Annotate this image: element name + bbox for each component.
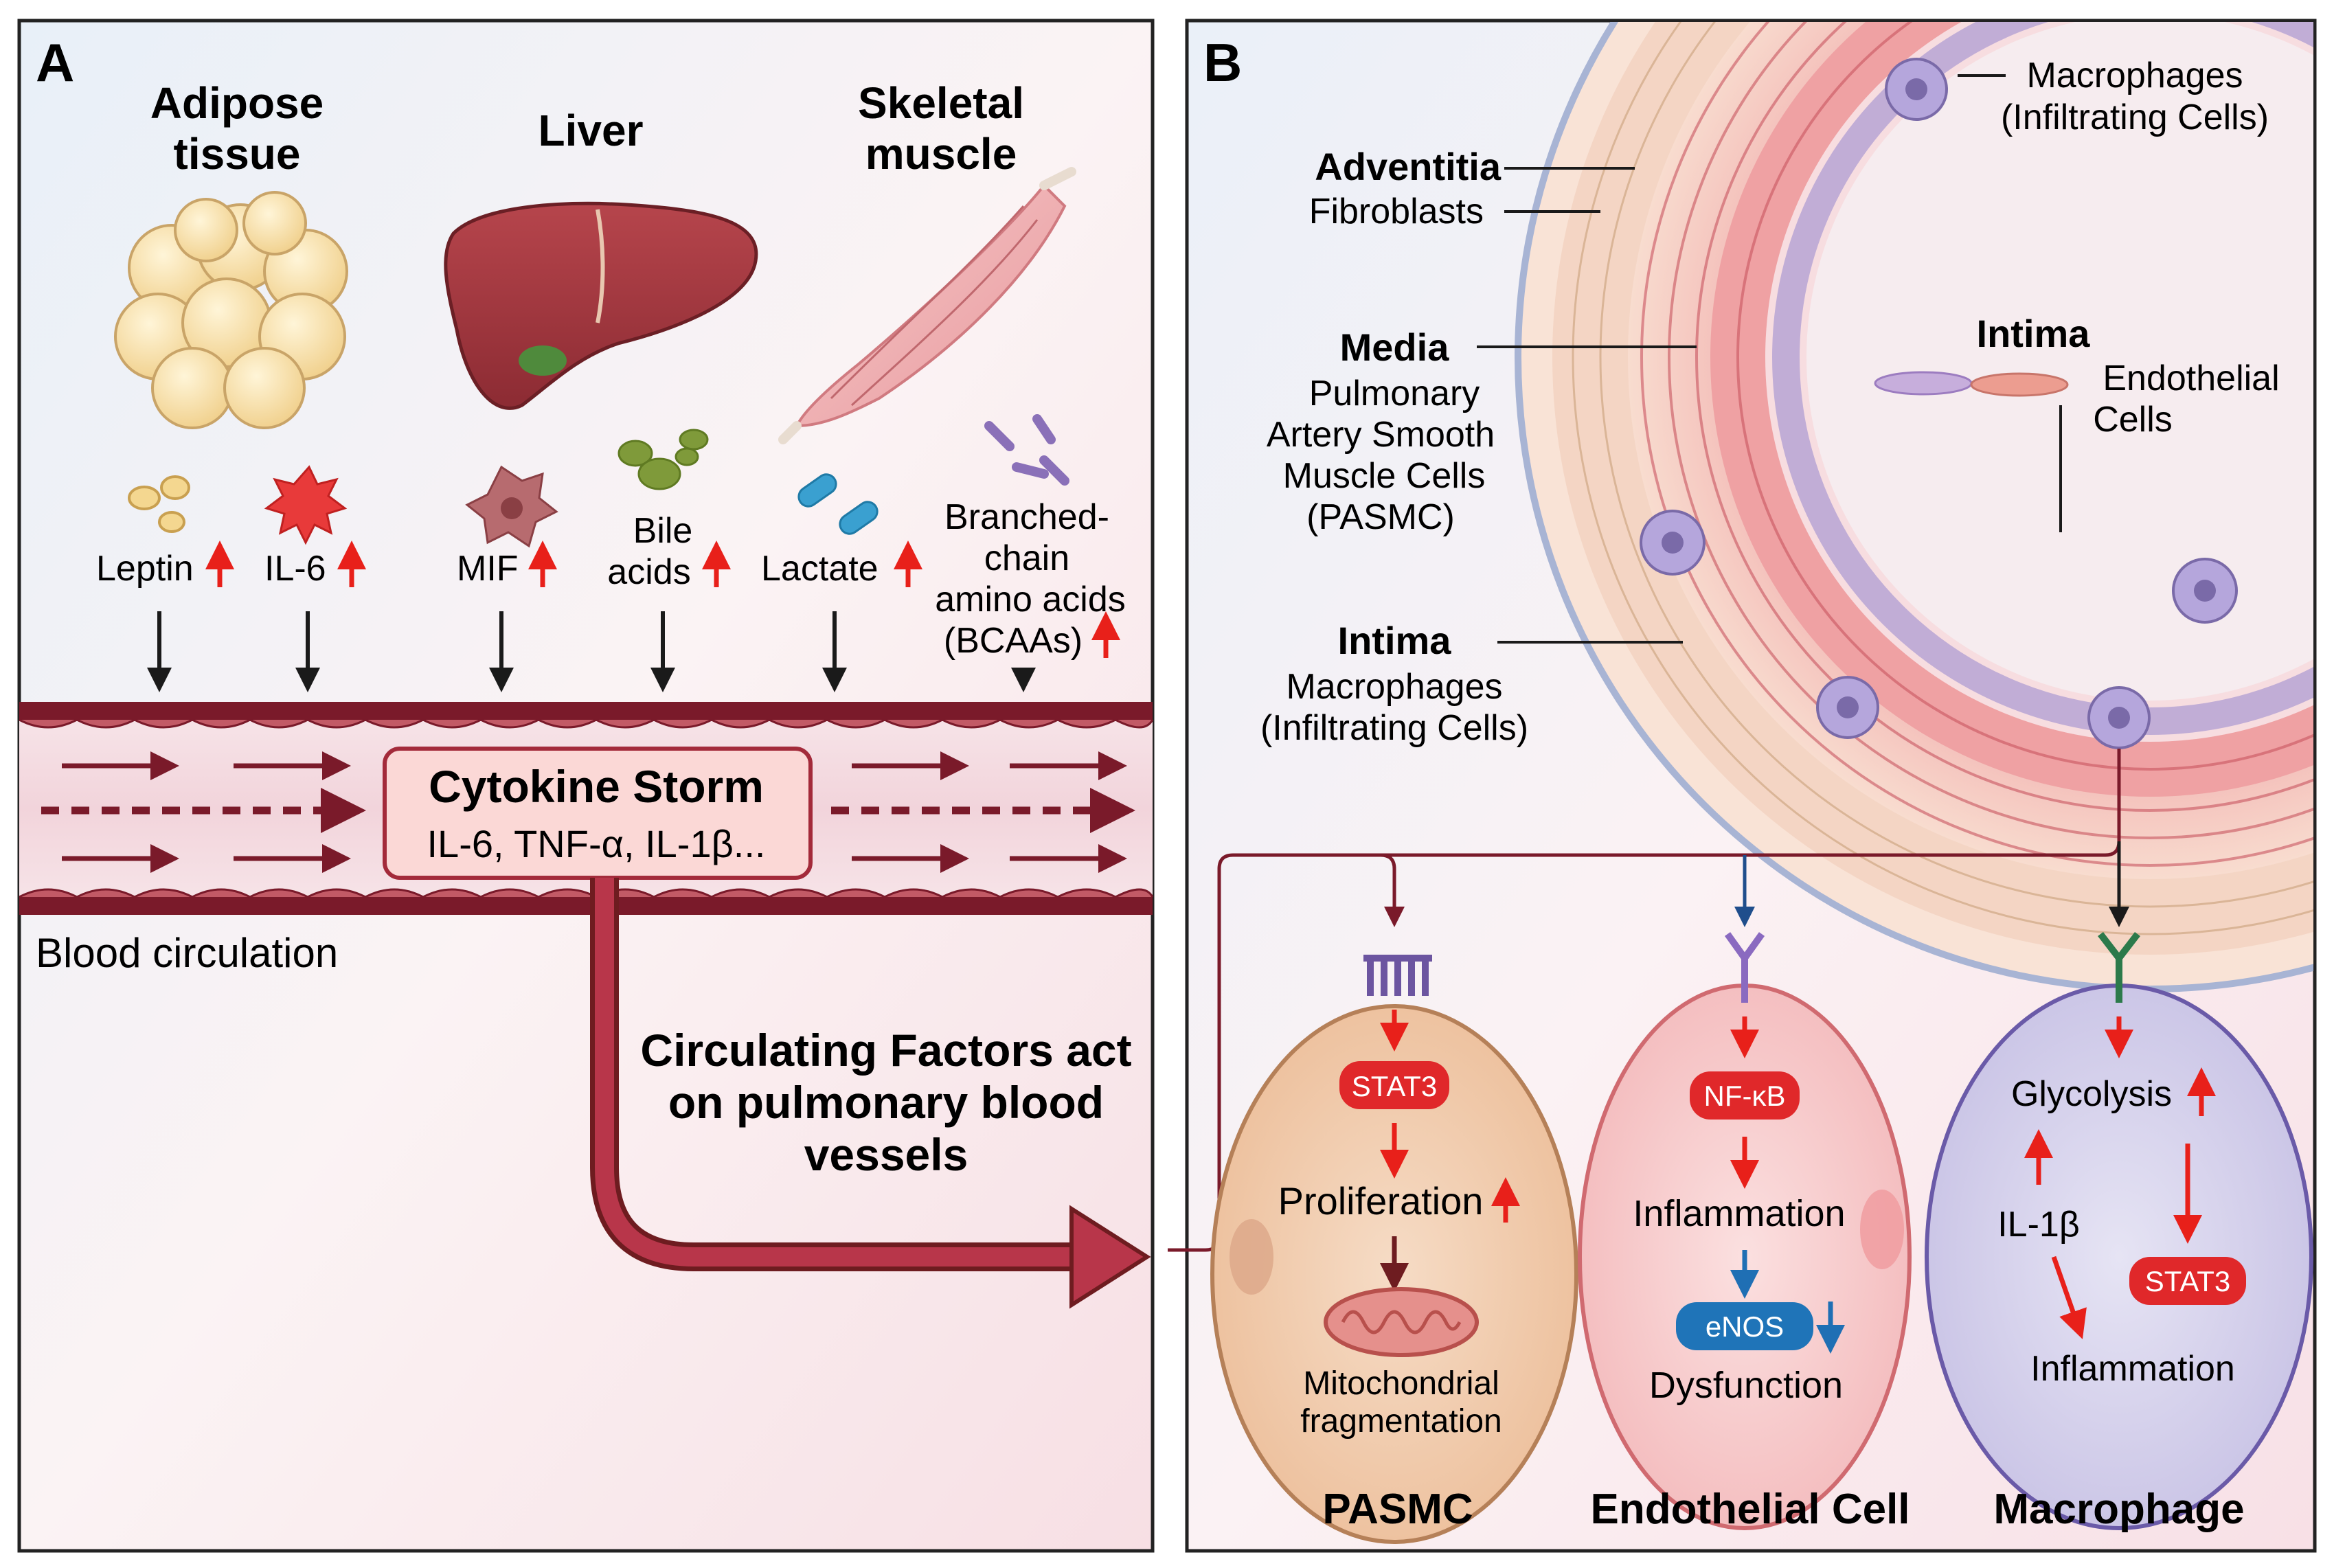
down-arrows-to-blood (147, 611, 1036, 692)
adipose-title-2: tissue (174, 129, 301, 179)
endothelial-label-2: Cells (2093, 400, 2173, 440)
liver-title: Liver (539, 106, 644, 155)
il1b-label: IL-1β (1997, 1205, 2080, 1245)
liver-icon (444, 201, 758, 410)
enos-text: eNOS (1706, 1310, 1784, 1343)
circulating-factors-line-1: Circulating Factors act (640, 1025, 1131, 1076)
panel-a: A Adipose tissue Liver Skeletal muscle (17, 19, 1155, 1553)
cytokine-storm-box: Cytokine Storm IL-6, TNF-α, IL-1β... (383, 747, 813, 880)
leader-lines (1477, 74, 2062, 644)
vessel-cross-section (1515, 22, 2313, 992)
leptin-icon (128, 475, 190, 533)
intima-left-cells-2: (Infiltrating Cells) (1260, 708, 1528, 748)
up-arrows-panel-a (205, 541, 1120, 658)
endo-inflammation-label: Inflammation (1633, 1193, 1845, 1234)
muscle-title-2: muscle (865, 129, 1017, 179)
macrophage-title: Macrophage (1993, 1486, 2244, 1533)
lactate-icon (797, 473, 879, 535)
mito-label-1: Mitochondrial (1303, 1365, 1499, 1402)
mito-label-2: fragmentation (1300, 1403, 1502, 1440)
bcaa-label-1: Branched- (944, 497, 1109, 537)
media-cells-1: Pulmonary (1309, 374, 1480, 413)
mitochondria-icon (1324, 1287, 1479, 1357)
macrophage-cell: Glycolysis IL-1β STAT3 Inflammation (1925, 931, 2313, 1530)
pasmc-title: PASMC (1322, 1486, 1473, 1533)
leptin-label: Leptin (96, 549, 194, 589)
mac-inflammation-label: Inflammation (2030, 1349, 2235, 1389)
muscle-title-1: Skeletal (858, 78, 1024, 128)
panel-a-letter: A (36, 32, 74, 93)
pasmc-stat3-text: STAT3 (1352, 1070, 1437, 1102)
nfkb-text: NF-κB (1704, 1080, 1786, 1112)
bcaa-icon (984, 414, 1069, 486)
endothelial-receptor-icon (1724, 932, 1765, 1003)
endothelial-title: Endothelial Cell (1590, 1486, 1910, 1533)
circulating-factors-arrow (590, 878, 1151, 1309)
panel-b-letter: B (1203, 32, 1242, 93)
macrophage-receptor-icon (2098, 931, 2140, 1003)
bile-label-1: Bile (633, 511, 693, 551)
mif-label: MIF (457, 549, 519, 589)
glycolysis-label: Glycolysis (2011, 1074, 2172, 1114)
il6-icon (264, 465, 348, 545)
bcaa-label-4: (BCAAs) (944, 621, 1083, 661)
macrophages-top-1: Macrophages (2026, 56, 2243, 95)
intima-left-cells-1: Macrophages (1286, 667, 1502, 707)
endothelial-cell: NF-κB Inflammation eNOS Dysfunction (1578, 932, 1912, 1530)
bcaa-label-3: amino acids (935, 580, 1125, 620)
macrophages-top-2: (Infiltrating Cells) (2001, 98, 2269, 137)
il6-label: IL-6 (264, 549, 326, 589)
lactate-label: Lactate (761, 549, 879, 589)
media-cells-2: Artery Smooth (1267, 415, 1495, 455)
media-cells-4: (PASMC) (1306, 497, 1455, 537)
endothelial-cell-1 (1874, 371, 1973, 396)
dysfunction-label: Dysfunction (1649, 1365, 1843, 1406)
media-cells-3: Muscle Cells (1283, 456, 1486, 496)
intima-right-label: Intima (1977, 312, 2091, 355)
panel-b: B (1168, 19, 2317, 1553)
pasmc-receptor-icon (1363, 955, 1432, 996)
enos-pill (1676, 1302, 1813, 1350)
flow-arrows (41, 751, 1135, 873)
blood-circulation-label: Blood circulation (36, 930, 338, 976)
endothelial-label-1: Endothelial (2103, 359, 2279, 398)
media-label: Media (1340, 326, 1450, 369)
pasmc-cell: STAT3 Proliferation Mitochondrial fragme… (1210, 955, 1578, 1544)
mac-stat3-pill (2129, 1257, 2246, 1305)
cytokine-storm-subtitle: IL-6, TNF-α, IL-1β... (427, 822, 766, 865)
adipose-tissue-icon (114, 191, 348, 429)
intima-left-label: Intima (1338, 619, 1452, 662)
bcaa-label-2: chain (984, 538, 1069, 578)
circulating-factors-line-3: vessels (804, 1129, 968, 1180)
proliferation-label: Proliferation (1278, 1179, 1484, 1223)
mif-icon (465, 465, 558, 548)
adventitia-label: Adventitia (1315, 145, 1502, 188)
bile-acids-icon (618, 429, 709, 490)
skeletal-muscle-icon (778, 167, 1076, 444)
mac-stat3-text: STAT3 (2145, 1265, 2230, 1297)
circulating-factors-line-2: on pulmonary blood (668, 1077, 1104, 1128)
nfkb-pill (1690, 1071, 1800, 1120)
adipose-title-1: Adipose (150, 78, 324, 128)
bile-label-2: acids (607, 552, 690, 592)
fibroblasts-label: Fibroblasts (1309, 192, 1484, 231)
cytokine-storm-title: Cytokine Storm (429, 761, 764, 812)
pasmc-stat3-pill (1339, 1061, 1449, 1109)
endothelial-cell-2 (1970, 372, 2069, 397)
